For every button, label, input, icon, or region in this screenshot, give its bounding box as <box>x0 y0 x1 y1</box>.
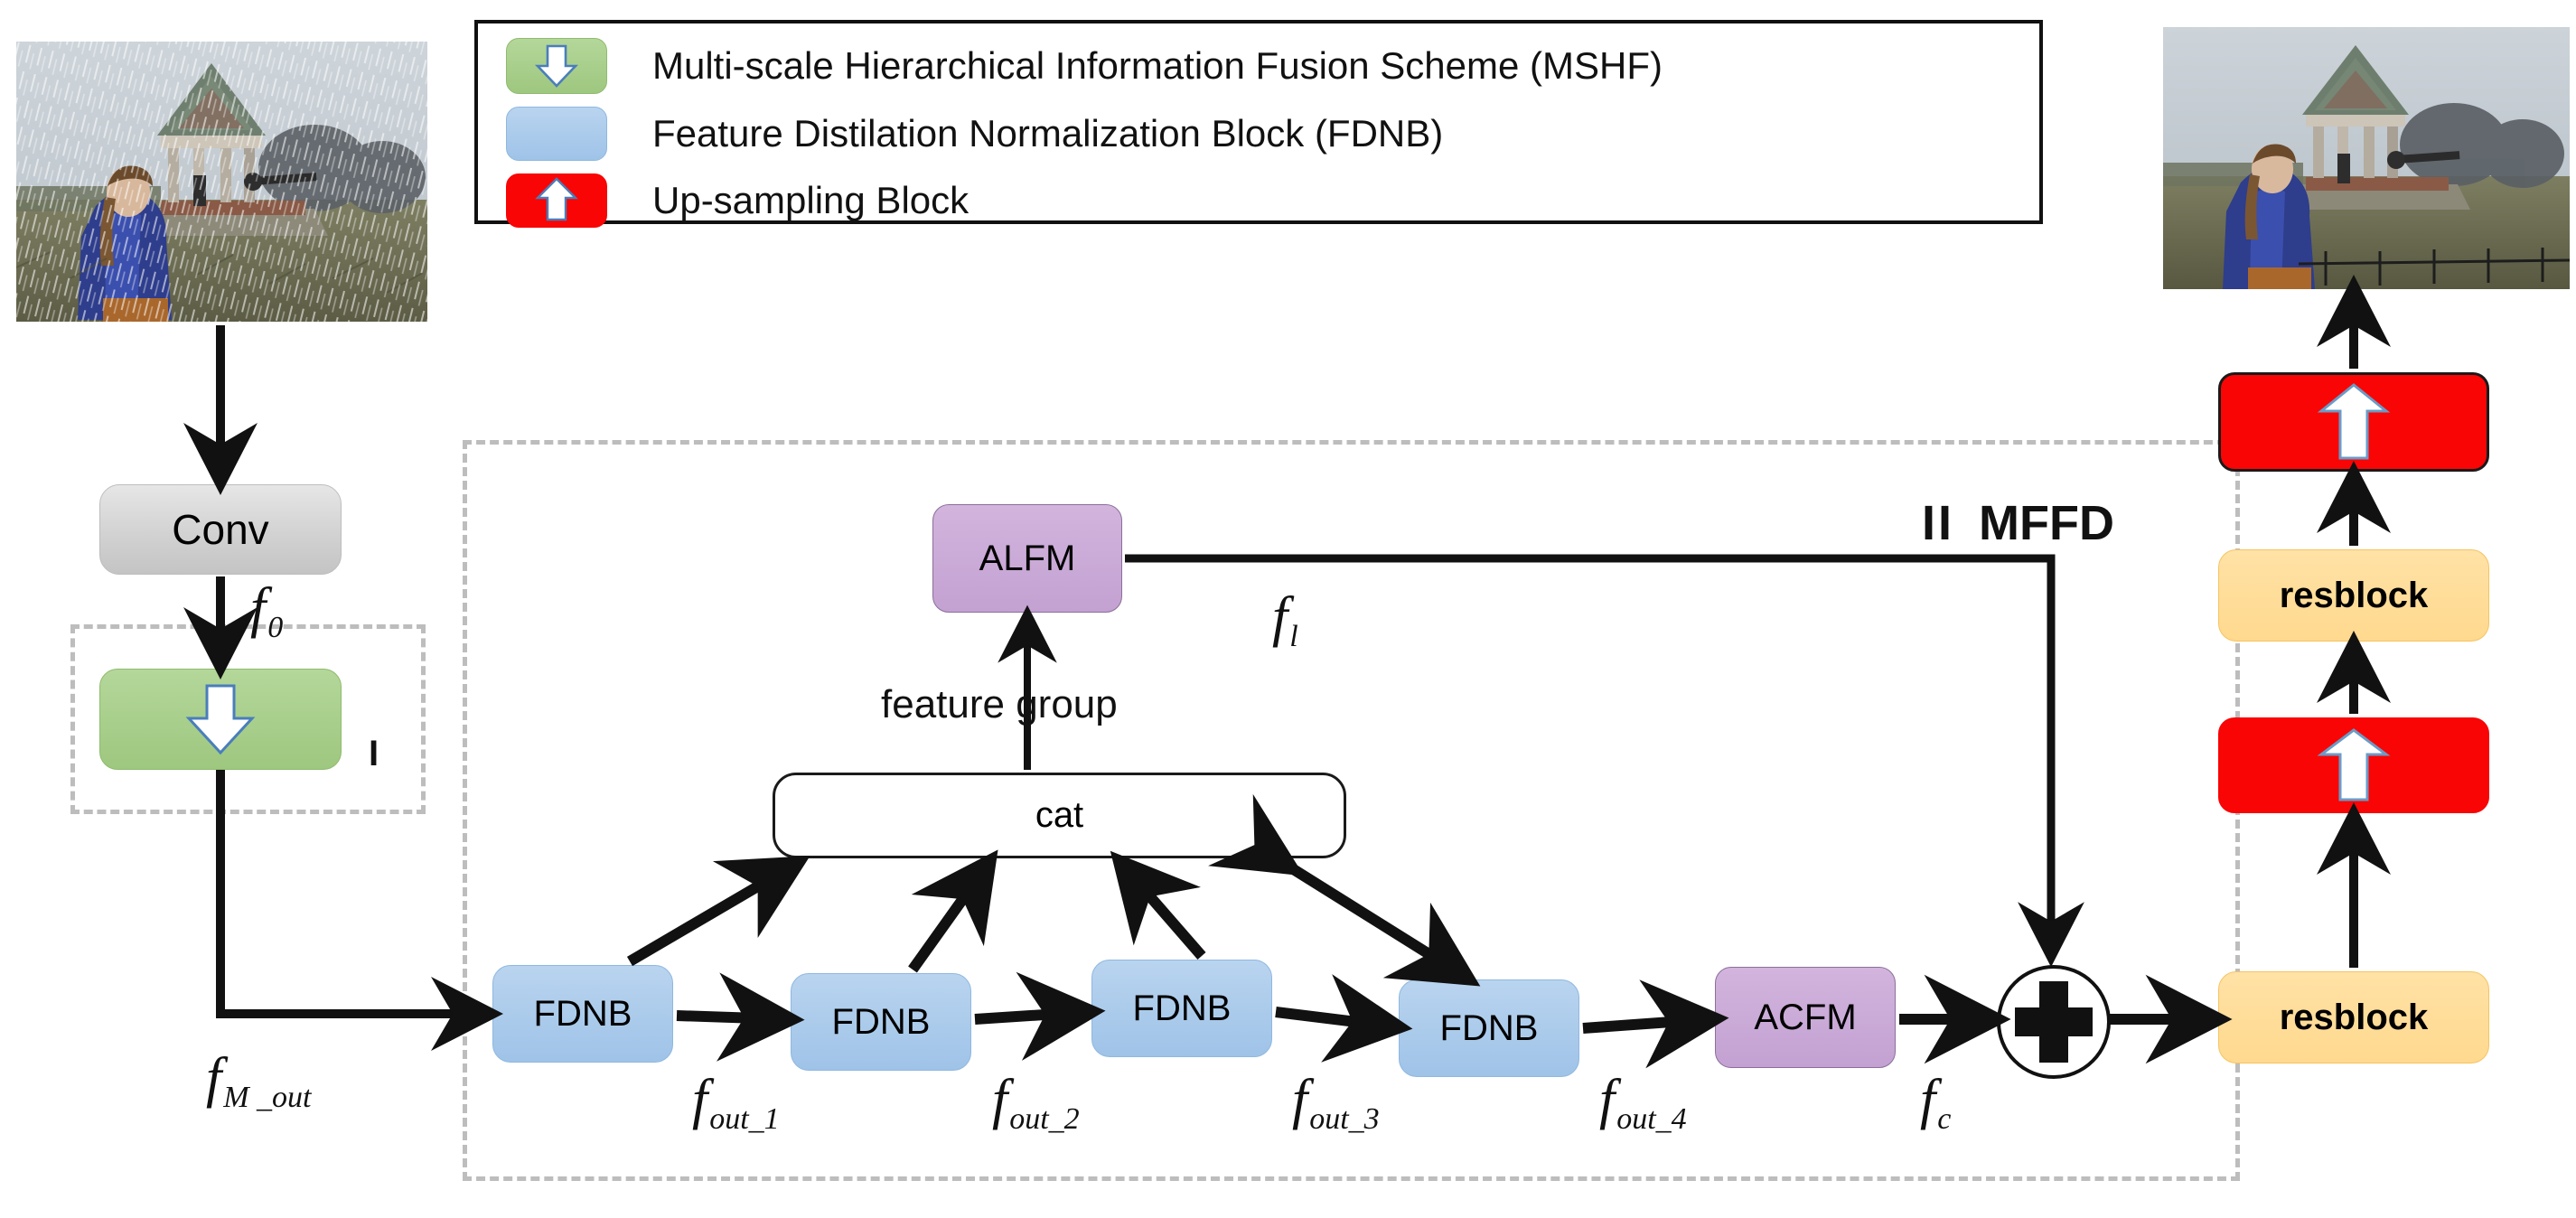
up-arrow-icon <box>2317 383 2391 460</box>
legend-item-upsampling: Up-sampling Block <box>506 173 969 228</box>
label-f0: f0 <box>250 577 284 644</box>
stage-one-marker: I <box>369 734 379 773</box>
upsample-block-bottom[interactable] <box>2218 717 2489 813</box>
mffd-title: MFFD <box>1979 496 2114 550</box>
input-image <box>16 42 427 322</box>
mffd-dashed-box <box>463 440 2240 1181</box>
label-fout2: fout_2 <box>992 1069 1080 1136</box>
label-fout3: fout_3 <box>1292 1069 1380 1136</box>
addition-node[interactable] <box>1997 965 2111 1079</box>
label-fout4: fout_4 <box>1599 1069 1687 1136</box>
blue-block-icon <box>506 107 607 161</box>
plus-vertical-bar <box>2039 981 2068 1063</box>
resblock-bottom[interactable]: resblock <box>2218 971 2489 1063</box>
label-fl: fl <box>1272 586 1298 653</box>
cat-block[interactable]: cat <box>773 773 1346 858</box>
label-fout1: fout_1 <box>692 1069 780 1136</box>
fdnb-block-4[interactable]: FDNB <box>1399 979 1579 1077</box>
acfm-block[interactable]: ACFM <box>1715 967 1896 1068</box>
red-up-arrow-icon <box>506 173 607 228</box>
label-fc: fc <box>1920 1069 1952 1136</box>
fdnb-block-2[interactable]: FDNB <box>791 973 971 1071</box>
conv-block[interactable]: Conv <box>99 484 342 575</box>
legend-label-mshf: Multi-scale Hierarchical Information Fus… <box>652 44 1663 87</box>
label-fm-out: fM _out <box>206 1047 312 1114</box>
fdnb-block-1[interactable]: FDNB <box>492 965 673 1063</box>
alfm-block[interactable]: ALFM <box>932 504 1122 613</box>
legend-label-fdnb: Feature Distilation Normalization Block … <box>652 112 1444 155</box>
legend-label-upsampling: Up-sampling Block <box>652 179 970 221</box>
mshf-block[interactable] <box>99 669 342 770</box>
resblock-top[interactable]: resblock <box>2218 549 2489 642</box>
up-arrow-icon <box>2317 728 2391 801</box>
stage-two-marker: II <box>1922 496 1955 550</box>
down-arrow-icon <box>185 684 256 755</box>
fdnb-block-3[interactable]: FDNB <box>1091 960 1272 1057</box>
output-image <box>2163 27 2570 289</box>
legend-item-mshf: Multi-scale Hierarchical Information Fus… <box>506 38 1663 94</box>
legend-panel <box>474 20 2043 224</box>
green-down-arrow-icon <box>506 38 607 94</box>
legend-item-fdnb: Feature Distilation Normalization Block … <box>506 107 1443 161</box>
upsample-block-top[interactable] <box>2218 372 2489 472</box>
label-feature-group: feature group <box>881 682 1118 726</box>
